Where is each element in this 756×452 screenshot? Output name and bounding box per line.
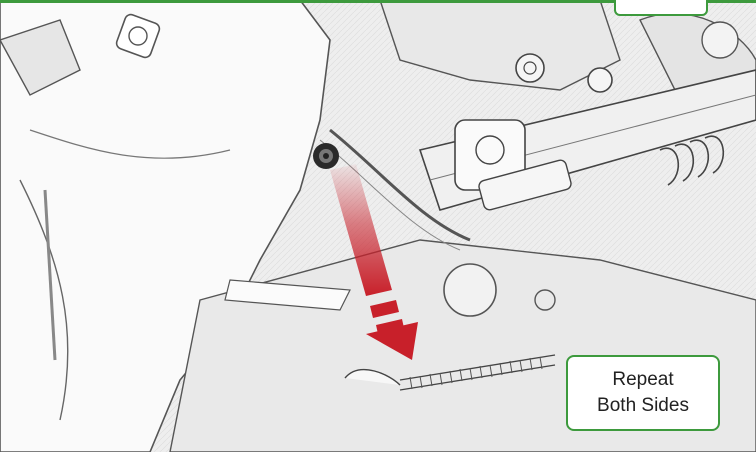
callout-line-2: Both Sides xyxy=(597,393,689,419)
callout-line-1: Repeat xyxy=(612,367,673,393)
bolt-icon xyxy=(313,143,339,169)
top-label-tab xyxy=(614,0,708,16)
repeat-callout: Repeat Both Sides xyxy=(566,355,720,431)
